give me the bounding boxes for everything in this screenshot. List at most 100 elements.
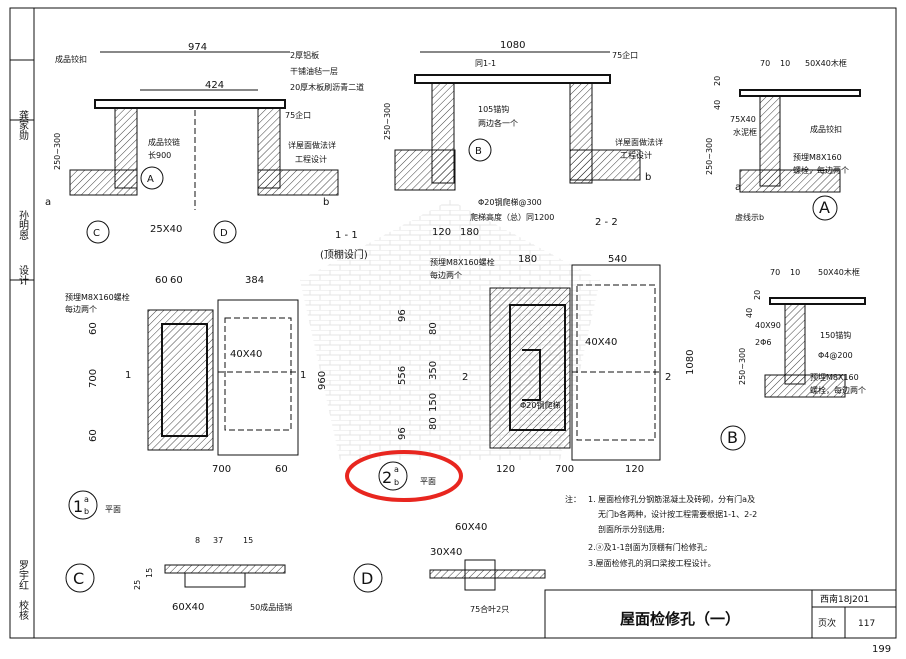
sidebar-label-design: 设计 bbox=[17, 265, 29, 286]
note-item-1c: 剖面所示分别选用; bbox=[598, 524, 665, 534]
detail-circle-d bbox=[353, 563, 383, 593]
dim-wood-frame: 50X40木框 bbox=[805, 58, 847, 68]
dim-15-b: 15 bbox=[145, 568, 154, 578]
note-length: 长900 bbox=[148, 150, 171, 160]
dim-556: 556 bbox=[397, 366, 408, 385]
dim-60-d: 60 bbox=[88, 322, 99, 335]
plan-caption-2: 平面 bbox=[420, 477, 436, 486]
note-item-3: 3.屋面检修孔的洞口梁按工程设计。 bbox=[588, 558, 716, 568]
plan-circle-1 bbox=[68, 490, 98, 520]
section-title-2-2: 2 - 2 bbox=[595, 217, 618, 228]
plan-caption-1: 平面 bbox=[105, 505, 121, 514]
dim-250-300-b: 250~300 bbox=[383, 103, 392, 140]
dim-70: 70 bbox=[760, 59, 770, 68]
detail-ref-c: C bbox=[93, 228, 100, 239]
dim-60x40-d: 60X40 bbox=[455, 522, 487, 533]
dim-80-a: 80 bbox=[428, 322, 439, 335]
label-b2: b bbox=[645, 172, 651, 183]
note-bolt-plan1: 预埋M8X160螺栓 bbox=[65, 292, 130, 302]
note-each-side-plan2: 每边两个 bbox=[430, 270, 462, 280]
detail-ref-d: D bbox=[220, 228, 228, 239]
highlight-ellipse bbox=[345, 450, 463, 502]
dim-700-p2: 700 bbox=[555, 464, 574, 475]
note-engineering2: 工程设计 bbox=[620, 150, 652, 160]
dim-120-a: 120 bbox=[496, 464, 515, 475]
detail-a: 70 10 50X40木框 20 40 75X40 水泥框 250~300 a … bbox=[705, 58, 861, 222]
sheet-title: 屋面检修孔（一） bbox=[620, 610, 740, 628]
sheet-code: 西南18J201 bbox=[820, 593, 869, 605]
note-roof2: 详屋面做法详 bbox=[615, 137, 663, 147]
dim-25x40: 25X40 bbox=[150, 224, 182, 235]
cut-2-left: 2 bbox=[462, 372, 468, 383]
page-label: 页次 bbox=[818, 617, 836, 629]
note-felt: 干铺油毡一层 bbox=[290, 66, 338, 76]
note-each-side-plan1: 每边两个 bbox=[65, 304, 97, 314]
note-item-2: 2.ⓐ及1-1剖面为顶棚有门检修孔; bbox=[588, 542, 707, 552]
dim-250-300: 250~300 bbox=[53, 133, 62, 170]
note-board: 20厚木板刷沥青二道 bbox=[290, 82, 364, 92]
detail-label-a: A bbox=[819, 198, 830, 217]
page-no: 117 bbox=[858, 619, 875, 629]
dim-75-tongue: 75企口 bbox=[612, 50, 638, 60]
detail-label-d: D bbox=[361, 569, 373, 588]
ref-same: 同1-1 bbox=[475, 59, 496, 68]
dim-384: 384 bbox=[245, 275, 264, 286]
dim-25: 25 bbox=[133, 580, 142, 590]
detail-ref-b: B bbox=[475, 146, 482, 157]
label-b: b bbox=[323, 197, 329, 208]
section-subtitle-1-1: (顶棚设门) bbox=[320, 248, 368, 261]
dim-8: 8 bbox=[195, 536, 200, 545]
dim-37: 37 bbox=[213, 536, 223, 545]
note-aluminum: 2厚铝板 bbox=[290, 50, 319, 60]
detail-label-c: C bbox=[73, 569, 84, 588]
dim-540: 540 bbox=[608, 254, 627, 265]
plan-circle-2 bbox=[378, 461, 408, 491]
note-hinge: 成品铰链 bbox=[148, 137, 180, 147]
detail-c: C 8 37 15 25 15 60X40 50成品插销 bbox=[65, 536, 292, 613]
dim-250-300-d: 250~300 bbox=[738, 348, 747, 385]
note-phi4: Φ4@200 bbox=[818, 351, 853, 360]
note-cement-frame: 水泥框 bbox=[733, 127, 757, 137]
dim-960: 960 bbox=[317, 371, 328, 390]
dim-40x40-p2: 40X40 bbox=[585, 337, 617, 348]
note-bolt-b: 预埋M8X160 bbox=[810, 372, 859, 382]
cut-1-right: 1 bbox=[300, 370, 306, 381]
note-tongue: 75企口 bbox=[285, 110, 311, 120]
note-item-1b: 无门b各两种，设计按工程需要根据1-1、2-2 bbox=[598, 509, 757, 519]
dim-120-b: 120 bbox=[625, 464, 644, 475]
plan-label-1: 1 bbox=[73, 497, 83, 516]
dim-wood-frame-b: 50X40木框 bbox=[818, 267, 860, 277]
note-bolt: 预埋M8X160 bbox=[793, 152, 842, 162]
plan-label-1-sup: a bbox=[84, 495, 89, 504]
dim-700-h: 700 bbox=[212, 464, 231, 475]
notes-heading: 注： bbox=[565, 494, 581, 504]
dim-30x40: 30X40 bbox=[430, 547, 462, 558]
note-dashed: 虚线示b bbox=[735, 212, 764, 222]
dim-2phi6: 2Φ6 bbox=[755, 338, 771, 347]
sheet-border bbox=[9, 7, 897, 639]
dim-40x40: 40X40 bbox=[230, 349, 262, 360]
plan-label-2-sub: b bbox=[394, 478, 399, 487]
sidebar-label-name3: 龚家勋 bbox=[17, 110, 29, 141]
note-hinge-lock: 成品铰扣 bbox=[55, 54, 87, 64]
detail-marker-c bbox=[86, 220, 110, 244]
detail-circle-a bbox=[812, 195, 838, 221]
plan-label-2-sup: a bbox=[394, 465, 399, 474]
note-bolt-plan2: 预埋M8X160螺栓 bbox=[430, 257, 495, 267]
note-bolt-each-b: 螺栓，每边两个 bbox=[810, 385, 866, 395]
section-title-1-1: 1 - 1 bbox=[335, 230, 358, 241]
dim-20-b: 20 bbox=[753, 290, 762, 300]
plan-label-1-sub: b bbox=[84, 507, 89, 516]
dim-974: 974 bbox=[188, 42, 207, 53]
dim-60-a: 60 bbox=[155, 275, 168, 286]
note-engineering: 工程设计 bbox=[295, 154, 327, 164]
section-2-2: 1080 75企口 同1-1 B 105锚钩 两边各一个 详屋面做法详 工程设计… bbox=[383, 40, 663, 238]
note-ladder-height: 爬梯高度（总）同1200 bbox=[470, 212, 554, 222]
label-a2: a bbox=[735, 182, 741, 193]
note-bolt-each: 螺栓，每边两个 bbox=[793, 165, 849, 175]
detail-marker-d bbox=[213, 220, 237, 244]
note-ladder: Φ20钢爬梯@300 bbox=[478, 197, 542, 207]
dim-150: 150 bbox=[428, 393, 439, 412]
dim-120: 120 bbox=[432, 227, 451, 238]
